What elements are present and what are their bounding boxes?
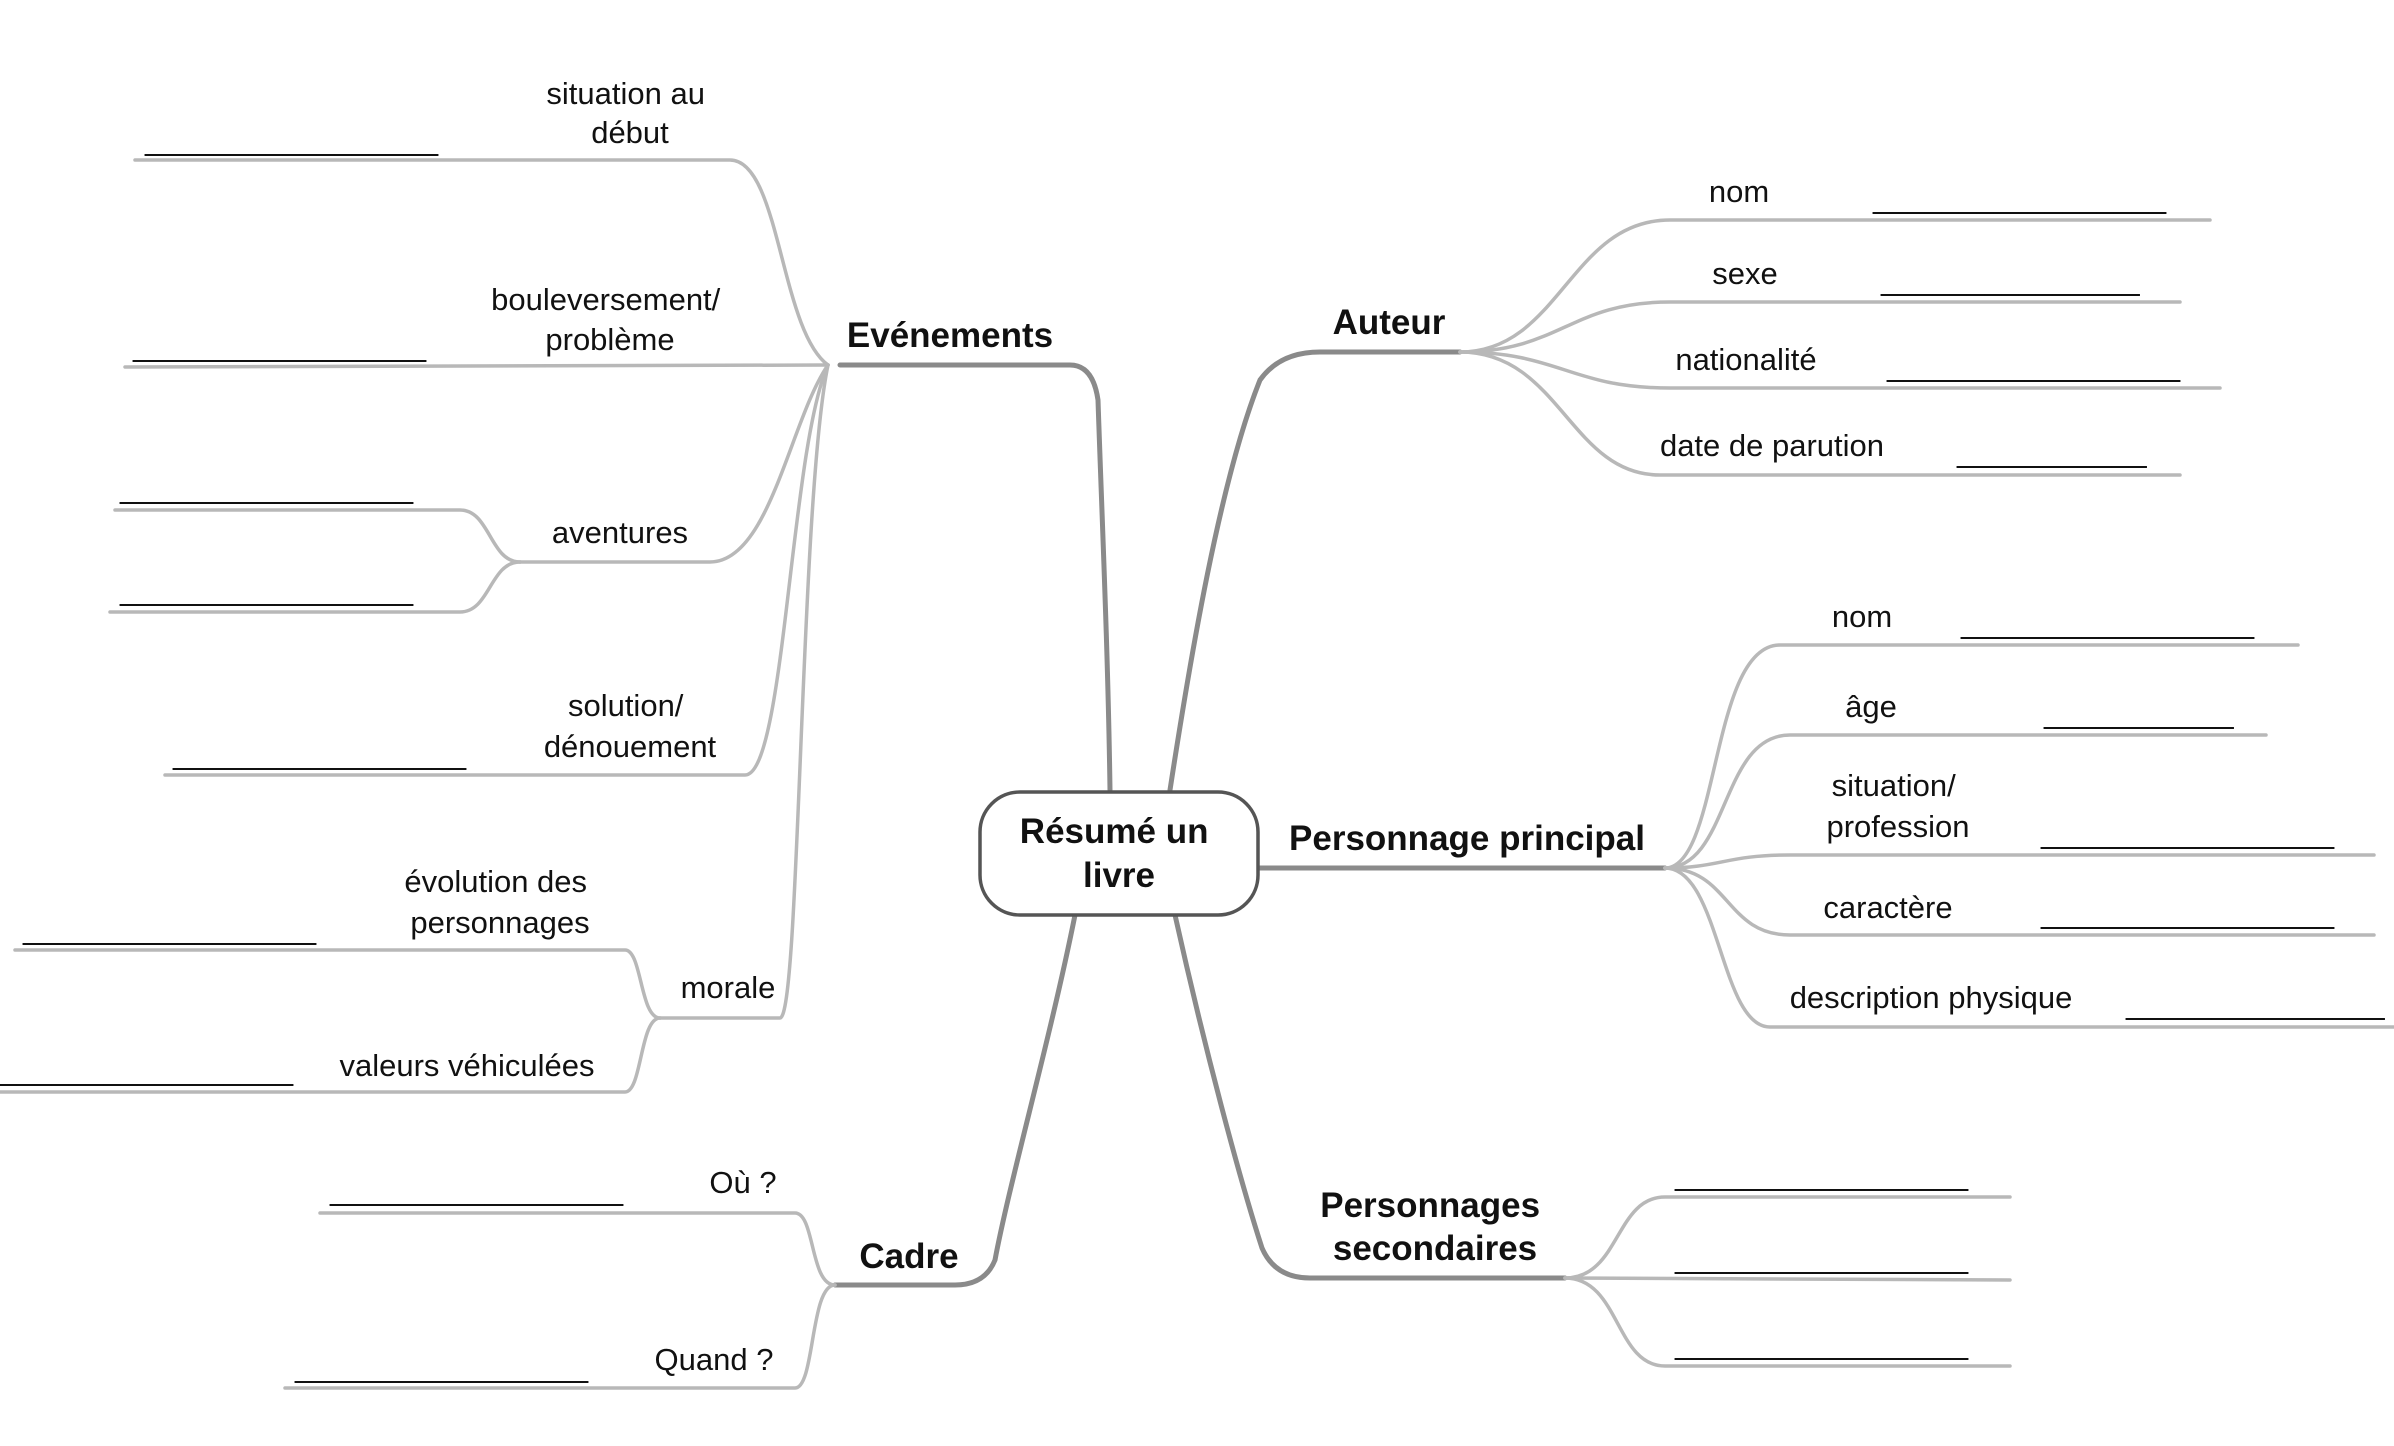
secondaires-subtopics: _________________ _________________ ____… (1674, 1157, 1969, 1361)
subtopic-auteur-nationalite: nationalité (1675, 342, 1816, 377)
subtopic-situation-au-debut: situation au début (546, 76, 713, 150)
central-label-line-1: Résumé un (1020, 812, 1209, 851)
subtopic-situation-line-1: situation au (546, 76, 705, 111)
connector-auteur (1167, 349, 1463, 793)
blank-secondaire-3[interactable]: _________________ (1674, 1326, 1969, 1361)
blank-aventures-2[interactable]: _________________ (119, 572, 414, 607)
central-label-line-2: livre (1083, 856, 1155, 895)
blank-date-de-parution[interactable]: ___________ (1956, 434, 2147, 469)
topic-evenements: Evénements (847, 316, 1053, 355)
topic-secondaires-line-2: secondaires (1333, 1229, 1537, 1268)
subtopic-evolution-line-1: évolution des (404, 864, 587, 899)
subtopic-profession-line-2: profession (1826, 809, 1969, 844)
connector-ou (318, 1211, 837, 1287)
connector-principal-caractere (1663, 866, 2376, 937)
topic-personnages-secondaires: Personnages secondaires (1320, 1186, 1550, 1268)
central-node-label: Résumé un livre (1020, 812, 1218, 895)
subtopic-situation-profession: situation/ profession (1826, 768, 1969, 844)
blank-secondaire-2[interactable]: _________________ (1674, 1240, 1969, 1275)
subtopic-description-physique: description physique (1790, 980, 2073, 1015)
blank-auteur-nationalite[interactable]: _________________ (1886, 348, 2181, 383)
connector-aventures (518, 363, 830, 564)
subtopic-valeurs-vehiculees: valeurs véhiculées (339, 1048, 594, 1083)
connector-evolution (13, 948, 662, 1020)
evenements-subtopics: situation au début _________________ bou… (0, 76, 775, 1087)
blank-description-physique[interactable]: _______________ (2125, 986, 2385, 1021)
connector-principal-nom (1663, 643, 2300, 870)
subtopic-caractere: caractère (1823, 890, 1952, 925)
subtopic-principal-nom: nom (1832, 599, 1892, 634)
connector-quand (283, 1283, 837, 1390)
connector-morale (658, 363, 830, 1020)
topic-personnage-principal: Personnage principal (1289, 819, 1645, 858)
subtopic-date-de-parution: date de parution (1660, 428, 1884, 463)
connector-situation (133, 158, 830, 367)
connector-cadre (832, 912, 1078, 1288)
subtopic-solution: solution/ dénouement (544, 688, 717, 764)
connector-valeurs (0, 1016, 662, 1094)
blank-bouleversement[interactable]: _________________ (132, 328, 427, 363)
connector-solution (163, 363, 830, 777)
sub-branches (0, 158, 2394, 1390)
subtopic-morale: morale (681, 970, 776, 1005)
subtopic-evolution-line-2: personnages (410, 905, 589, 940)
central-node-box (978, 790, 1260, 917)
connector-aventures-a (113, 508, 522, 564)
subtopic-bouleversement: bouleversement/ problème (491, 282, 729, 357)
connector-secondaires-2 (1563, 1276, 2012, 1282)
connector-principal-description (1663, 866, 2394, 1029)
connector-secondaires (1172, 912, 1568, 1281)
blank-valeurs[interactable]: _________________ (0, 1052, 294, 1087)
subtopic-solution-line-1: solution/ (568, 688, 684, 723)
blank-secondaire-1[interactable]: _________________ (1674, 1157, 1969, 1192)
main-branches (832, 349, 1668, 1288)
subtopic-situation-line-2: début (591, 115, 669, 150)
subtopic-ou: Où ? (709, 1165, 776, 1200)
subtopic-evolution-des-personnages: évolution des personnages (404, 864, 595, 940)
blank-caractere[interactable]: _________________ (2040, 895, 2335, 930)
blank-situation[interactable]: _________________ (144, 122, 439, 157)
blank-auteur-nom[interactable]: _________________ (1872, 180, 2167, 215)
blank-principal-situation[interactable]: _________________ (2040, 815, 2335, 850)
connector-secondaires-1 (1563, 1195, 2012, 1280)
main-topic-labels: Evénements Auteur Personnage principal P… (847, 303, 1645, 1276)
blank-aventures-1[interactable]: _________________ (119, 470, 414, 505)
connector-principal-age (1663, 733, 2268, 870)
topic-secondaires-line-1: Personnages (1320, 1186, 1540, 1225)
connector-aventures-b (108, 560, 522, 614)
blank-quand[interactable]: _________________ (294, 1349, 589, 1384)
auteur-subtopics: nom _________________ sexe _____________… (1660, 174, 2181, 469)
blank-auteur-sexe[interactable]: _______________ (1880, 262, 2140, 297)
blank-evolution[interactable]: _________________ (22, 911, 317, 946)
subtopic-aventures: aventures (552, 515, 688, 550)
connector-secondaires-3 (1563, 1276, 2012, 1368)
cadre-subtopics: Où ? _________________ Quand ? _________… (294, 1165, 777, 1384)
subtopic-quand: Quand ? (655, 1342, 774, 1377)
subtopic-bouleversement-line-2: problème (545, 322, 674, 357)
blank-ou[interactable]: _________________ (329, 1172, 624, 1207)
subtopic-bouleversement-line-1: bouleversement/ (491, 282, 721, 317)
connector-bouleversement (123, 363, 830, 369)
connector-evenements (837, 362, 1113, 793)
connector-auteur-sexe (1458, 300, 2182, 354)
connector-auteur-nom (1458, 218, 2212, 354)
blank-solution[interactable]: _________________ (172, 736, 467, 771)
connector-auteur-parution (1458, 350, 2182, 477)
blank-principal-age[interactable]: ___________ (2043, 695, 2234, 730)
topic-auteur: Auteur (1333, 303, 1446, 342)
subtopic-auteur-nom: nom (1709, 174, 1769, 209)
subtopic-principal-age: âge (1845, 689, 1897, 724)
connector-principal-situation (1663, 853, 2376, 870)
subtopic-solution-line-2: dénouement (544, 729, 717, 764)
central-node: Résumé un livre (978, 790, 1260, 917)
blank-principal-nom[interactable]: _________________ (1960, 605, 2255, 640)
principal-subtopics: nom _________________ âge ___________ si… (1790, 599, 2386, 1021)
subtopic-auteur-sexe: sexe (1712, 256, 1777, 291)
connector-auteur-nationalite (1458, 350, 2222, 390)
topic-cadre: Cadre (859, 1237, 958, 1276)
subtopic-profession-line-1: situation/ (1832, 768, 1956, 803)
